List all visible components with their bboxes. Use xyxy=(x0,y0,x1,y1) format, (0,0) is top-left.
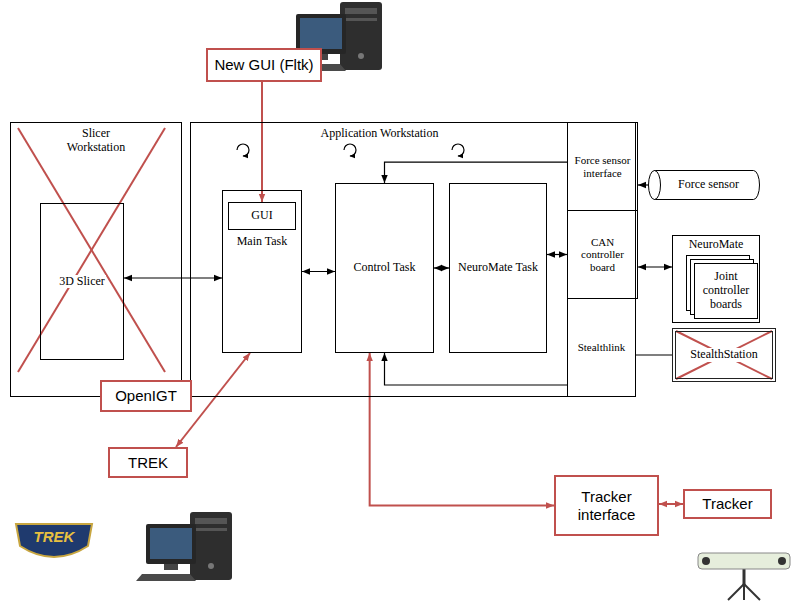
node-label: 3D Slicer xyxy=(58,275,106,289)
interface-box: Force sensor interface xyxy=(567,122,638,211)
cross-out-line xyxy=(18,128,165,372)
text-block: Force sensor interface xyxy=(568,123,637,210)
logo-wordmark: TREK xyxy=(20,528,88,545)
connector-arrow xyxy=(385,162,568,183)
text-block: CAN controller board xyxy=(568,211,637,298)
interface-box: CAN controller board xyxy=(567,210,638,299)
node-label: NeuroMate Task xyxy=(457,261,539,275)
loop-arrow xyxy=(237,144,249,156)
callout-box: Tracker interface xyxy=(554,475,659,536)
node-label: Control Task xyxy=(353,261,417,275)
connector-arrow xyxy=(636,354,672,355)
text-block: Slicer Workstation xyxy=(56,127,136,155)
robot-box: NeuroMateJoint controller boards xyxy=(672,235,760,323)
text-block: Tracker xyxy=(685,491,770,517)
task-box: NeuroMate Task xyxy=(449,183,547,353)
device-box: StealthStation xyxy=(672,328,776,382)
connector-arrow xyxy=(547,254,567,255)
callout-box: Tracker xyxy=(683,489,772,519)
task-box: Control Task xyxy=(335,183,434,353)
text-block: StealthStation xyxy=(676,332,772,378)
node-label: Joint controller boards xyxy=(698,270,754,311)
logo-text: TREK xyxy=(34,528,75,545)
connector-arrow xyxy=(638,266,672,267)
node-label: GUI xyxy=(250,209,273,223)
cross-out-line xyxy=(676,331,772,379)
text-block: Force sensor xyxy=(648,170,760,200)
node-label: Tracker xyxy=(701,495,753,512)
board-stack: Joint controller boards xyxy=(694,263,758,319)
text-block: 3D Slicer xyxy=(41,204,123,359)
text-block: New GUI (Fltk) xyxy=(208,50,320,80)
connector-arrow xyxy=(385,353,568,385)
text-block: GUI xyxy=(229,203,295,229)
node-label: Tracker interface xyxy=(559,488,654,523)
logo-shield xyxy=(16,524,92,557)
callout-box: New GUI (Fltk) xyxy=(206,48,322,82)
text-block: Application Workstation xyxy=(191,127,568,141)
sensor-cylinder: Force sensor xyxy=(648,170,760,200)
software-box: 3D Slicer xyxy=(40,203,124,360)
node-label: Slicer Workstation xyxy=(56,127,136,155)
connector-arrow xyxy=(370,353,554,506)
text-block: Tracker interface xyxy=(556,477,657,534)
text-block: NeuroMate Task xyxy=(450,184,546,352)
connector-arrow xyxy=(638,184,648,185)
text-block: Main Task xyxy=(223,235,301,249)
text-block: Stealthlink xyxy=(568,299,635,396)
tracker-camera xyxy=(698,553,790,600)
computer-icon xyxy=(136,512,232,581)
text-block: Joint controller boards xyxy=(695,264,757,318)
workstation-box: Application WorkstationMain Task GUI Contr… xyxy=(190,122,636,397)
connector-arrow xyxy=(124,277,222,278)
node-label: OpenIGT xyxy=(114,387,178,404)
text-block: Control Task xyxy=(336,184,433,352)
node-label: TREK xyxy=(127,454,169,471)
connector-arrow xyxy=(302,271,335,272)
node-label: NeuroMate xyxy=(688,238,745,252)
node-label: StealthStation xyxy=(689,348,758,362)
text-block: NeuroMate xyxy=(676,238,756,252)
callout-box: OpenIGT xyxy=(100,380,192,412)
text-block: TREK xyxy=(110,449,186,476)
gui-box: GUI xyxy=(228,202,296,230)
loop-arrow xyxy=(452,144,464,156)
cross-out-line xyxy=(18,128,165,372)
connector-arrow xyxy=(659,503,683,505)
task-box: Main Task GUI xyxy=(222,190,302,353)
connector-arrow xyxy=(434,267,449,268)
node-label: Force sensor interface xyxy=(571,154,634,179)
loop-arrow xyxy=(344,144,356,156)
callout-box: TREK xyxy=(108,447,188,478)
connector-arrow xyxy=(261,82,263,202)
interface-box: Stealthlink xyxy=(567,298,636,397)
node-label: Stealthlink xyxy=(577,341,627,354)
node-label: Application Workstation xyxy=(320,127,440,141)
node-label: Force sensor xyxy=(677,178,740,192)
node-label: CAN controller board xyxy=(571,236,634,274)
text-block: OpenIGT xyxy=(102,382,190,410)
node-label: New GUI (Fltk) xyxy=(213,56,314,73)
workstation-box: Slicer Workstation 3D Slicer xyxy=(10,122,182,397)
cross-out-line xyxy=(676,331,772,379)
node-label: Main Task xyxy=(236,235,289,249)
